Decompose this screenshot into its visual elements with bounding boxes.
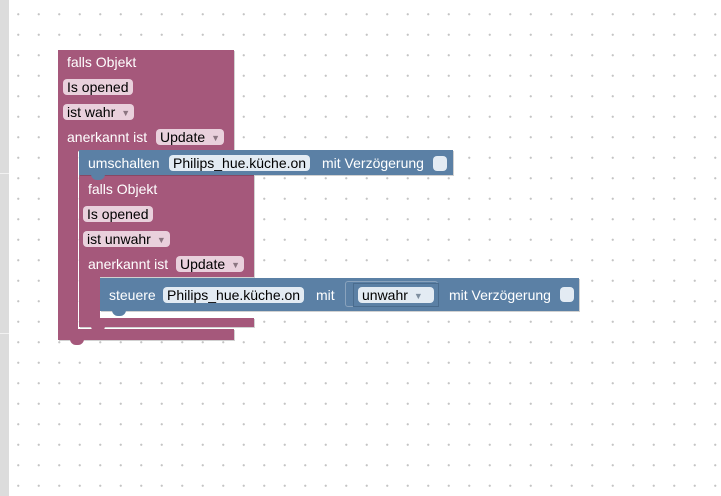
toggle-delay-label: mit Verzögerung	[322, 155, 424, 171]
checkbox-icon[interactable]	[433, 156, 447, 171]
outer-condition-dropdown[interactable]: ist wahr▼	[63, 104, 135, 120]
control-object-id-field[interactable]: Philips_hue.küche.on	[163, 287, 305, 303]
inner-ack-label: anerkannt ist	[88, 256, 169, 272]
toggle-object-id-field[interactable]: Philips_hue.küche.on	[169, 155, 311, 171]
outer-ack-label: anerkannt ist	[67, 129, 148, 145]
inner-falls-label: falls Objekt	[88, 181, 158, 197]
outer-falls-label: falls Objekt	[67, 54, 137, 70]
control-label: steuere	[109, 287, 156, 303]
caret-down-icon: ▼	[156, 235, 166, 245]
caret-down-icon: ▼	[231, 260, 241, 270]
outer-object-field[interactable]: Is opened	[63, 79, 133, 95]
inner-object-field[interactable]: Is opened	[83, 206, 153, 222]
control-delay-label: mit Verzögerung	[449, 287, 551, 303]
inner-ack-dropdown[interactable]: Update▼	[176, 256, 245, 272]
caret-down-icon: ▼	[413, 291, 423, 301]
outer-ack-dropdown[interactable]: Update▼	[156, 129, 225, 145]
toggle-label: umschalten	[88, 155, 160, 171]
control-with-label: mit	[316, 287, 335, 303]
value-dropdown[interactable]: unwahr▼	[358, 287, 434, 303]
caret-down-icon: ▼	[121, 108, 131, 118]
caret-down-icon: ▼	[211, 133, 221, 143]
workspace-left-edge	[0, 0, 9, 496]
checkbox-icon[interactable]	[560, 287, 574, 302]
inner-condition-dropdown[interactable]: ist unwahr▼	[83, 231, 170, 247]
